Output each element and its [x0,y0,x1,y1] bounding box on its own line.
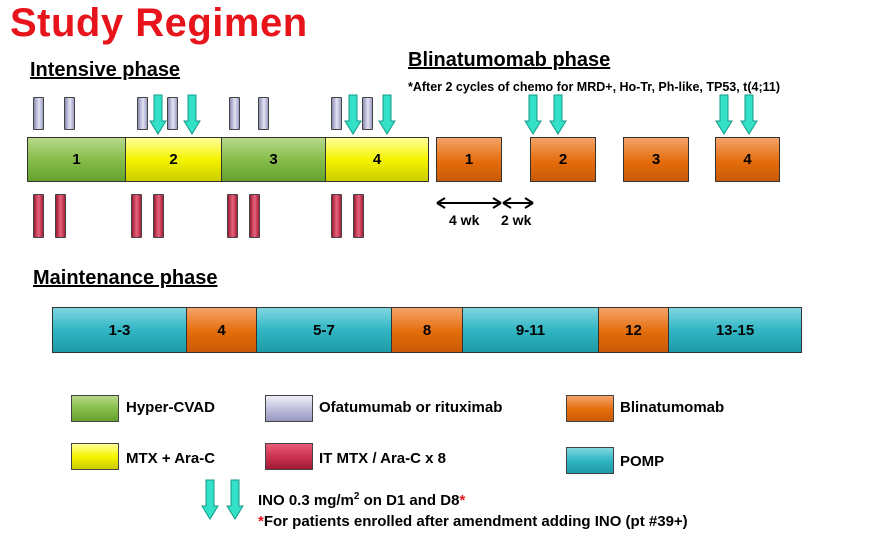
maintenance-seg-1-3: 1-3 [52,307,187,353]
legend-label-mtx-arac: MTX + Ara-C [126,450,216,467]
ofatumumab-marker [64,97,75,130]
gap-label-4wk: 4 wk [449,212,480,228]
legend-swatch-it-mtx [265,443,313,470]
ino-arrow [524,94,542,135]
maintenance-seg-5-7: 5-7 [256,307,392,353]
footnote-text: For patients enrolled after amendment ad… [263,513,688,530]
ino-arrow [740,94,758,135]
ino-arrow [378,94,396,135]
legend-ino-arrow [226,479,244,520]
legend-swatch-hyper-cvad [71,395,119,422]
ino-arrow [549,94,567,135]
ofatumumab-marker [33,97,44,130]
intensive-cycle-3: 3 [221,137,326,182]
it-mtx-marker [249,194,260,238]
ofatumumab-marker [258,97,269,130]
legend-swatch-blinatumomab [566,395,614,422]
legend-swatch-pomp [566,447,614,474]
it-mtx-marker [353,194,364,238]
blinatumomab-phase-note: *After 2 cycles of chemo for MRD+, Ho-Tr… [408,80,780,94]
legend-label-ino: INO 0.3 mg/m2 on D1 and D8* [258,488,465,510]
ofatumumab-marker [229,97,240,130]
legend-label-it-mtx: IT MTX / Ara-C x 8 [319,450,446,467]
it-mtx-marker [227,194,238,238]
blina-cycle-1: 1 [436,137,502,182]
intensive-phase-heading: Intensive phase [30,59,181,81]
legend-label-hyper-cvad: Hyper-CVAD [126,399,215,416]
intensive-cycle-1: 1 [27,137,126,182]
ino-arrow [715,94,733,135]
blina-cycle-2: 2 [530,137,596,182]
blina-cycle-4: 4 [715,137,780,182]
legend-ino-arrow [201,479,219,520]
it-mtx-marker [131,194,142,238]
ofatumumab-marker [362,97,373,130]
legend-swatch-mtx-arac [71,443,119,470]
ino-asterisk: * [459,492,466,509]
legend-label-ofatumumab: Ofatumumab or rituximab [319,399,503,416]
intensive-cycle-2: 2 [125,137,222,182]
ino-superscript: 2 [353,491,360,502]
ino-text-tail: on D1 and D8 [359,492,460,509]
legend-label-pomp: POMP [620,453,665,470]
ofatumumab-marker [137,97,148,130]
page-title: Study Regimen [10,1,308,45]
ino-arrow [344,94,362,135]
it-mtx-marker [33,194,44,238]
it-mtx-marker [153,194,164,238]
ino-arrow [183,94,201,135]
ofatumumab-marker [167,97,178,130]
gap-arrows [436,197,534,209]
blinatumomab-phase-heading: Blinatumomab phase [408,49,611,71]
maintenance-seg-4: 4 [186,307,257,353]
footnote: *For patients enrolled after amendment a… [258,513,688,531]
it-mtx-marker [331,194,342,238]
maintenance-seg-12: 12 [598,307,669,353]
footnote-asterisk: * [258,513,264,530]
maintenance-phase-heading: Maintenance phase [33,267,218,289]
maintenance-seg-9-11: 9-11 [462,307,599,353]
legend-swatch-ofatumumab [265,395,313,422]
maintenance-seg-8: 8 [391,307,463,353]
ino-text: INO 0.3 mg/m [258,492,354,509]
it-mtx-marker [55,194,66,238]
intensive-cycle-4: 4 [325,137,429,182]
ofatumumab-marker [331,97,342,130]
gap-label-2wk: 2 wk [501,212,532,228]
legend-label-blinatumomab: Blinatumomab [620,399,725,416]
blina-cycle-3: 3 [623,137,689,182]
ino-arrow [149,94,167,135]
maintenance-seg-13-15: 13-15 [668,307,802,353]
